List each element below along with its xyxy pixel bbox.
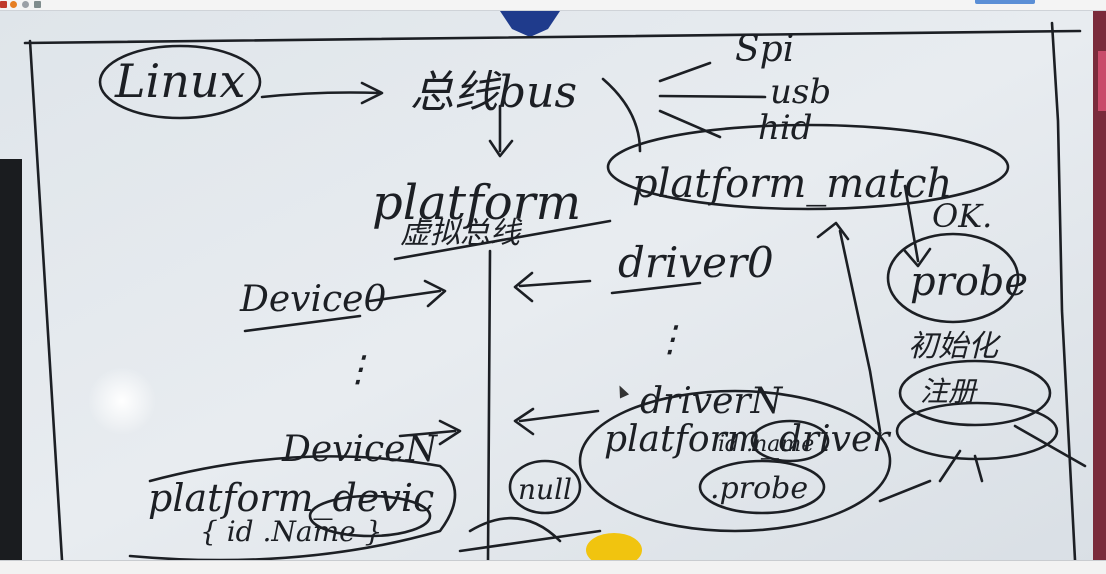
- probe-drv-circle: [698, 459, 826, 515]
- linux-to-bus-arrow: [260, 81, 384, 105]
- close-icon[interactable]: [0, 1, 7, 8]
- left-dark-edge: [0, 159, 22, 560]
- platform-match-label: platform_match: [632, 161, 952, 207]
- probe-drv-label: .probe: [710, 471, 808, 506]
- linux-label: Linux: [114, 54, 246, 108]
- whiteboard-surface: [0, 11, 1106, 560]
- driver0-label: driver0: [618, 238, 774, 287]
- driver-to-match-line: [838, 229, 882, 433]
- light-glare: [88, 367, 156, 435]
- match-to-probe-arrow: [903, 184, 932, 268]
- board-left-line: [28, 39, 64, 560]
- active-tab-indicator: [975, 0, 1035, 4]
- bus-to-platform-arrow: [488, 104, 514, 158]
- right-edge: [1093, 11, 1106, 560]
- driverN-arrow: [513, 407, 600, 436]
- window-status-bar: [0, 560, 1106, 574]
- null-circle: [508, 459, 582, 515]
- usb-label: usb: [770, 72, 831, 112]
- window-toolbar: [0, 0, 1106, 11]
- platform-label: platform: [372, 175, 581, 231]
- device0-label: Device0: [239, 279, 386, 320]
- platform-cn-label: 虚拟总线: [400, 216, 523, 251]
- bus-label: 总线bus: [410, 67, 577, 118]
- bus-types-arrows: [658, 61, 767, 139]
- cn-block-2-circle: [898, 359, 1052, 427]
- platform-underline: [393, 219, 612, 261]
- ok-label: OK.: [932, 197, 992, 235]
- null-label: null: [518, 473, 572, 506]
- cn-block-1-label: 初始化: [908, 329, 1002, 364]
- platform-driver-label: platform_driver: [604, 419, 891, 460]
- linux-circle: [98, 44, 262, 120]
- platform-device-label: platform_devic: [148, 476, 434, 521]
- spi-label: Spi: [735, 29, 794, 70]
- probe-circle: [886, 232, 1020, 324]
- driver0-arrow: [513, 271, 592, 303]
- deviceN-arrow: [398, 419, 462, 446]
- board-right-line: [1050, 21, 1077, 560]
- platform-driver-circle: [578, 389, 892, 533]
- platform-device-circle: [128, 455, 457, 560]
- id-name-drv-label: id .name: [718, 432, 814, 457]
- whiteboard-video-frame: Linux 总线bus Spi usb hid platform 虚拟总线 pl…: [0, 11, 1106, 560]
- device0-arrow: [368, 279, 447, 308]
- blue-magnet: [500, 11, 560, 37]
- central-vertical-line: [486, 249, 492, 560]
- settings-icon[interactable]: [22, 1, 29, 8]
- record-icon[interactable]: [10, 1, 17, 8]
- device-dots: ⋮: [340, 349, 376, 390]
- probe-right-label: probe: [910, 259, 1028, 305]
- driver-dots: ⋮: [652, 319, 688, 360]
- window-icon[interactable]: [34, 1, 41, 8]
- platform-match-circle: [606, 123, 1010, 211]
- driverN-label: driverN: [640, 381, 784, 422]
- hid-label: hid: [758, 108, 813, 148]
- board-top-line: [23, 29, 1082, 45]
- id-name-dev-label: { id .Name }: [200, 515, 382, 548]
- yellow-magnet: [586, 533, 642, 560]
- whiteboard-canvas: Linux 总线bus Spi usb hid platform 虚拟总线 pl…: [0, 11, 1106, 560]
